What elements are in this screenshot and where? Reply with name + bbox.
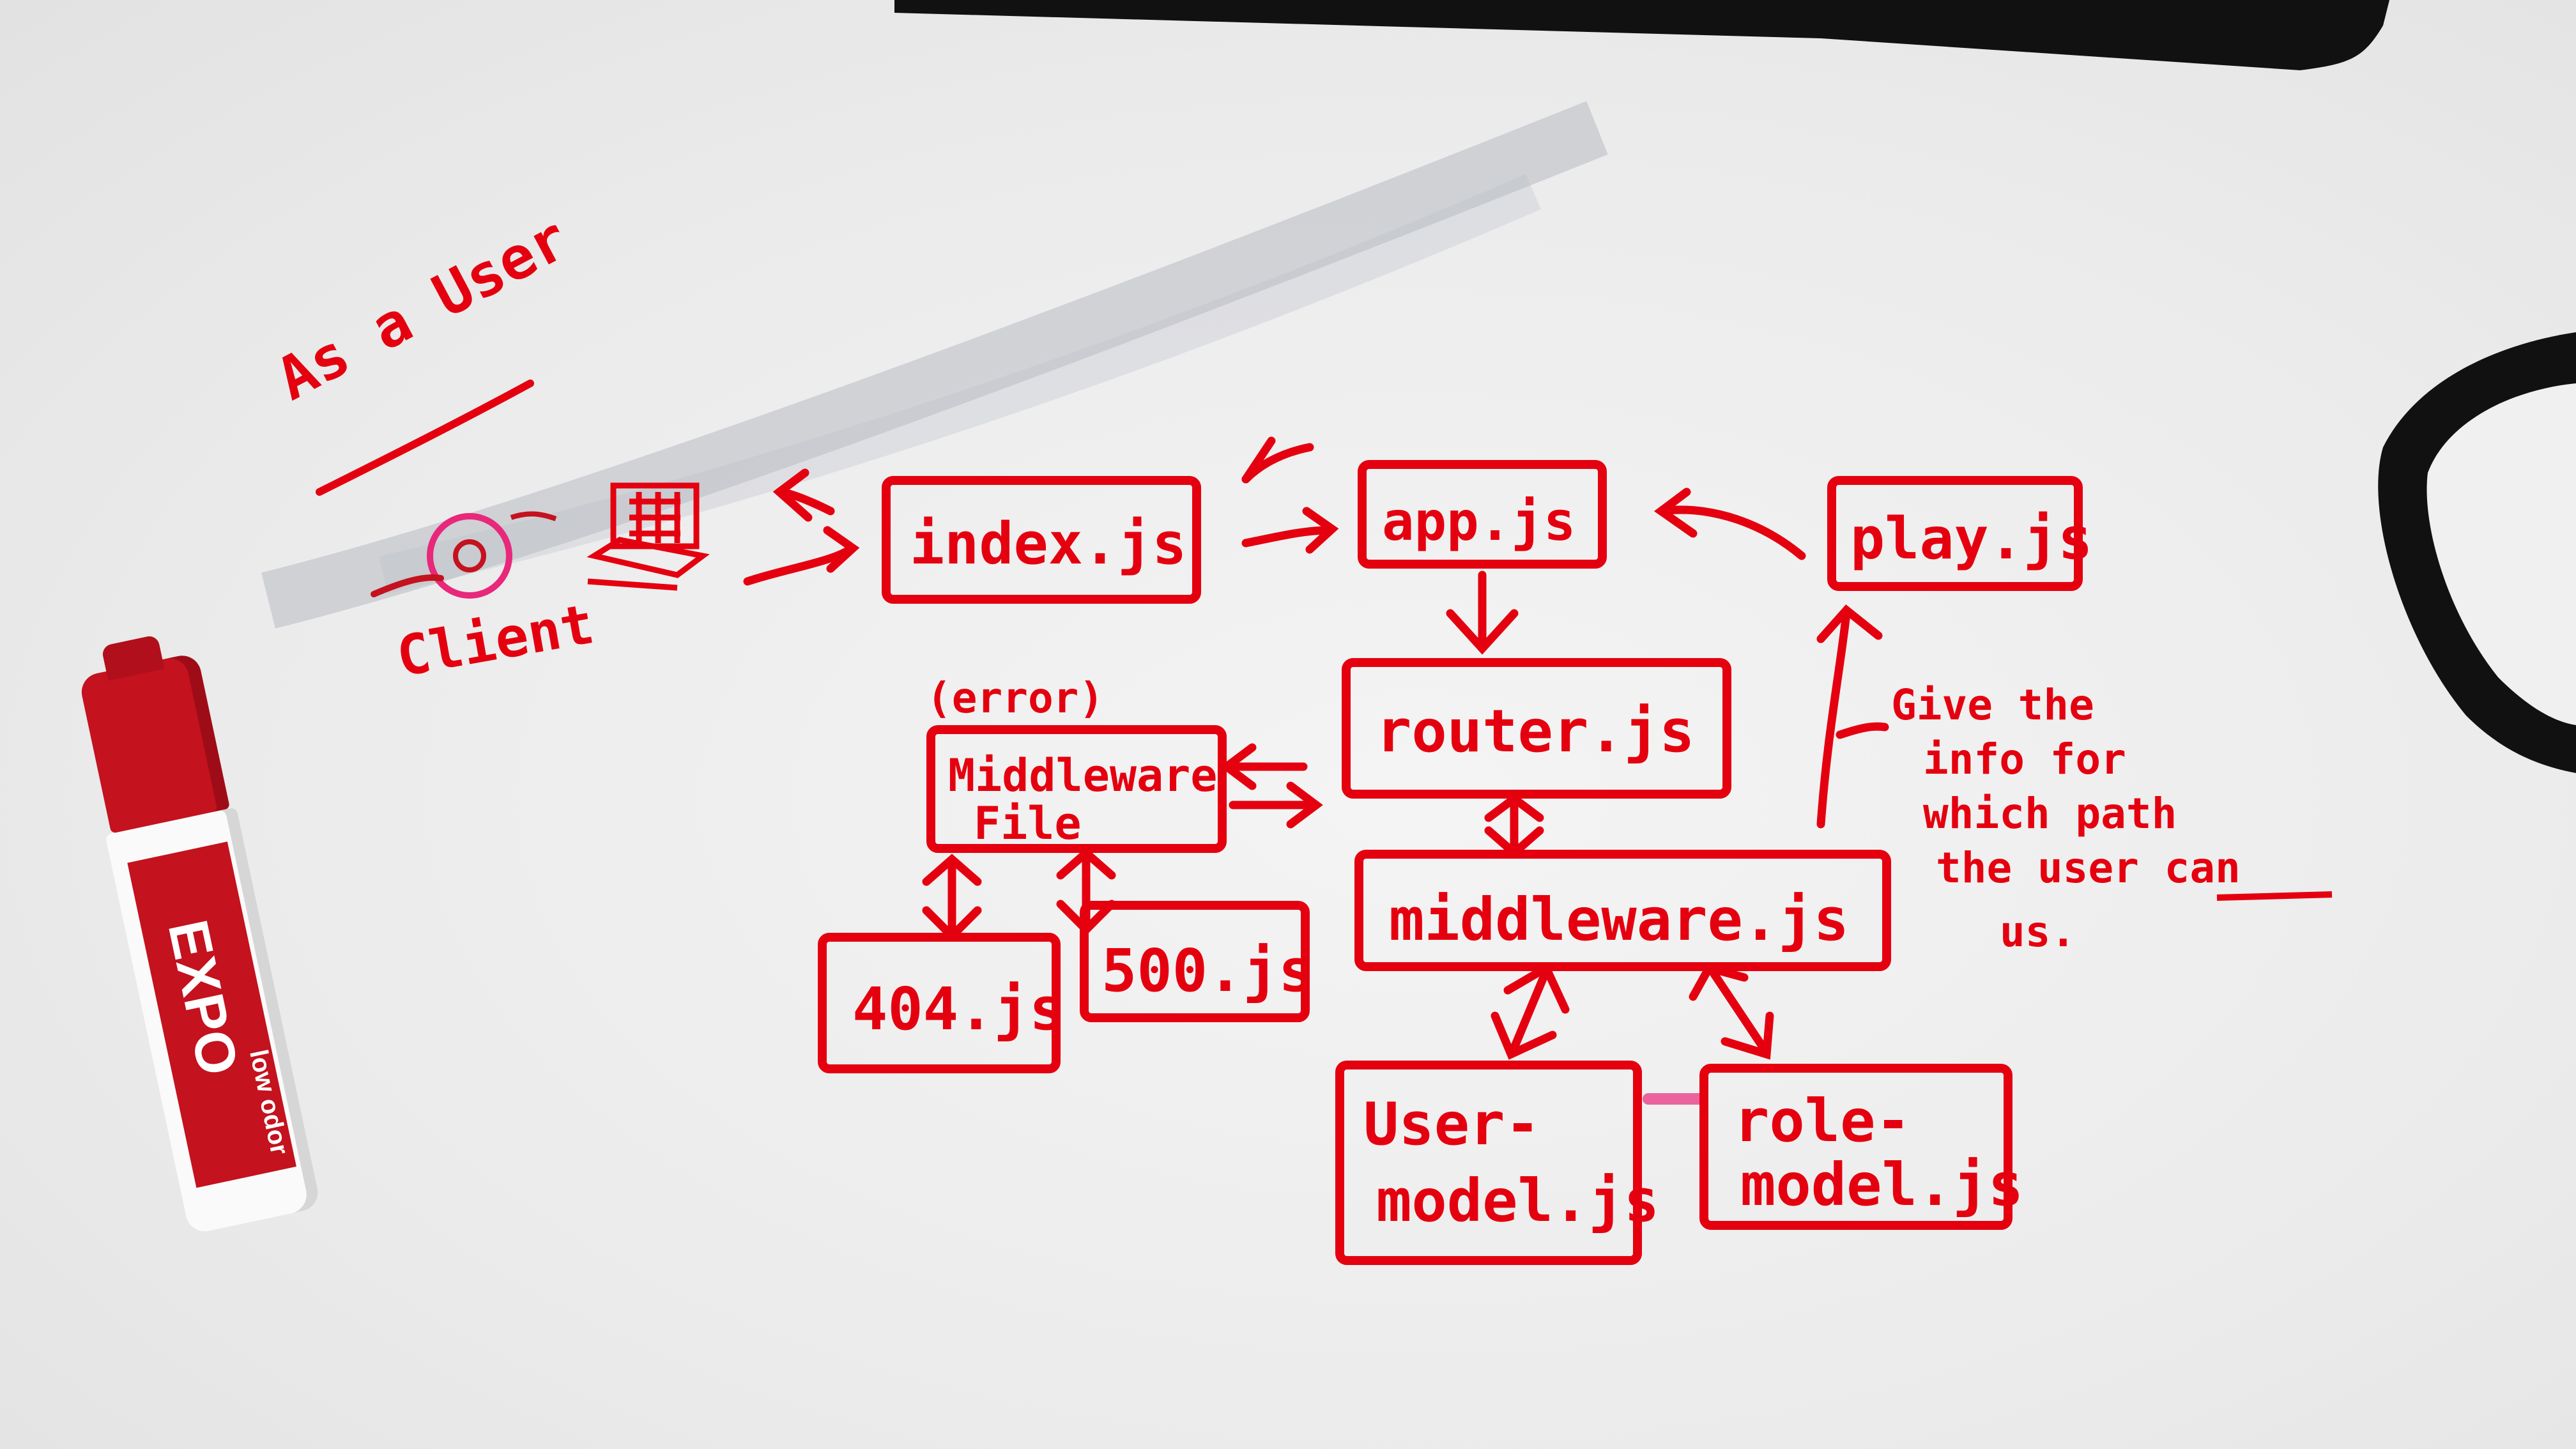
node-500: 500.js <box>1080 901 1314 1022</box>
annotation-line-4: the user can <box>1936 843 2241 893</box>
error-caption: (error) <box>926 673 1105 723</box>
node-role-model: role- model.js <box>1699 1064 2023 1230</box>
node-app: app.js <box>1358 460 1607 569</box>
board-frame-top <box>894 0 2389 70</box>
marker-brand: EXPO <box>156 914 251 1081</box>
client-head-icon <box>427 513 512 599</box>
node-middleware: middleware.js <box>1354 850 1891 971</box>
arrow-error-404 <box>922 854 982 942</box>
arrow-app-router <box>1446 571 1519 655</box>
arrow-middleware-user-model <box>1491 962 1570 1060</box>
arrow-error-router <box>1220 743 1323 829</box>
arrow-middleware-role-model <box>1689 963 1774 1060</box>
node-404: 404.js <box>818 933 1064 1073</box>
annotation-line-2: info for <box>1923 735 2126 784</box>
arrow-middleware-play <box>1816 604 1889 829</box>
annotation-line-3: which path <box>1923 789 2177 838</box>
laptop-icon <box>586 482 710 591</box>
annotation-line-1: Give the <box>1891 680 2094 730</box>
node-user-model: User- model.js <box>1335 1061 1659 1265</box>
node-play: play.js <box>1827 476 2092 591</box>
node-middleware-file: Middleware File <box>926 725 1227 853</box>
arrow-index-app <box>1241 436 1339 554</box>
arrow-client-index <box>743 468 860 586</box>
arrow-router-middleware <box>1484 793 1544 859</box>
node-index: index.js <box>882 476 1201 604</box>
marker-cap <box>78 652 231 834</box>
heading-underline <box>316 379 534 496</box>
arrow-play-app <box>1653 487 1806 560</box>
node-router: router.js <box>1342 658 1731 799</box>
annotation-line-5: us. <box>2000 907 2076 956</box>
